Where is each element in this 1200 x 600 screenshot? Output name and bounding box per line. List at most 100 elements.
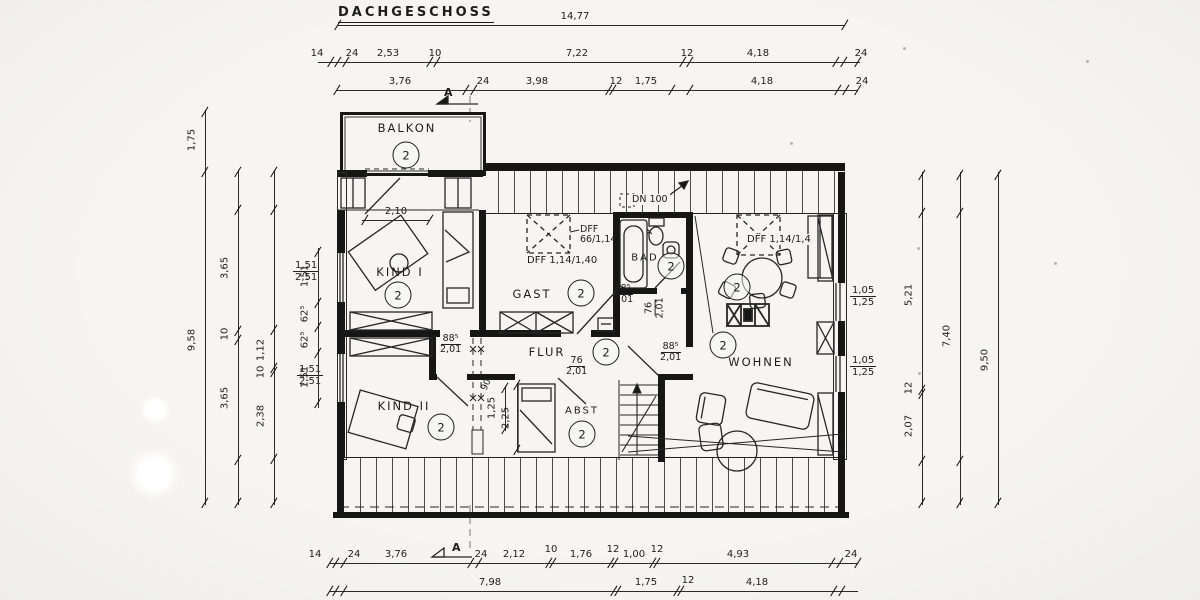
dim-label: 2,10 <box>384 206 408 217</box>
dim-line <box>337 90 858 91</box>
dim-label: 7,22 <box>565 48 589 59</box>
unit-badge: 2 <box>657 252 685 280</box>
dim-label: 24 <box>855 76 869 87</box>
door-swing <box>364 177 401 215</box>
unit-badge: 2 <box>592 338 620 366</box>
fr-bot: 2,01 <box>660 352 682 364</box>
room-label-gast: GAST <box>512 287 552 301</box>
dim-label: 62⁵ <box>299 305 311 323</box>
dim-label: 10 <box>544 544 558 555</box>
wall-segment <box>337 302 345 354</box>
dim-label: 12 <box>609 76 623 87</box>
radiator-icon <box>597 317 615 332</box>
plan-element <box>349 337 433 357</box>
skylight-icon <box>526 214 571 254</box>
door-swing <box>627 345 660 377</box>
dim-label: 3,98 <box>525 76 549 87</box>
plan-element <box>695 392 727 426</box>
plan-element <box>337 94 844 558</box>
wall-segment <box>428 170 483 177</box>
plan-element <box>526 214 571 254</box>
wardrobe-icon <box>349 311 433 331</box>
dim-label: 24 <box>474 549 488 560</box>
room-label-balkon: BALKON <box>377 121 437 135</box>
speck <box>917 247 920 250</box>
fr-top: 88⁵ <box>660 341 681 354</box>
plan-element <box>347 214 429 292</box>
dim-label: 24 <box>345 48 359 59</box>
plan-element <box>623 225 644 283</box>
dim-line <box>505 386 506 431</box>
plan-element <box>349 311 433 331</box>
window-icon <box>835 283 841 321</box>
fr-bot: 2,01 <box>440 344 462 356</box>
section-marker-bottom-icon <box>430 546 472 558</box>
sideboard-icon <box>726 303 770 327</box>
plan-element <box>469 345 485 353</box>
plan-element <box>597 317 615 332</box>
wall-segment <box>658 374 693 380</box>
speck <box>918 372 921 375</box>
chair-icon <box>722 247 740 265</box>
wall-segment <box>337 457 344 514</box>
wall-brace-icon <box>816 321 835 355</box>
dim-label: 62⁵ <box>299 331 311 349</box>
plan-element <box>756 388 809 401</box>
section-marker-top-icon <box>435 94 478 105</box>
wall-segment <box>591 330 620 337</box>
wall-segment <box>838 172 845 214</box>
dim-line <box>330 563 858 564</box>
armchair-icon <box>695 392 727 426</box>
dim-label: 14,77 <box>560 11 590 22</box>
wall-segment <box>658 380 665 462</box>
dim-label: 14 <box>310 48 324 59</box>
wardrobe-icon <box>499 311 574 334</box>
bathtub-icon <box>619 219 648 289</box>
dim-line <box>205 110 206 505</box>
plan-element <box>722 247 740 265</box>
window-icon <box>339 354 344 402</box>
plan-element <box>469 394 485 402</box>
plan-element <box>754 303 770 327</box>
chair-icon <box>389 253 409 273</box>
plan-element <box>349 311 433 331</box>
plan-element <box>347 389 419 450</box>
dim-label: 12 <box>680 48 694 59</box>
armchair-icon <box>698 422 724 452</box>
plan-element <box>621 395 657 453</box>
chair-icon <box>779 281 797 299</box>
height-line <box>627 435 844 453</box>
dim-line <box>998 172 999 505</box>
door-swing <box>436 376 469 407</box>
plan-element <box>698 422 724 452</box>
plan-element <box>726 303 742 327</box>
dim-label: 4,18 <box>746 48 770 59</box>
speck <box>1086 60 1089 63</box>
built-in-cabinet-icon <box>807 215 833 279</box>
window-icon <box>339 253 344 302</box>
fr-bot: 2,01 <box>566 366 588 378</box>
plan-element <box>632 382 642 394</box>
dim-label: 4,18 <box>750 76 774 87</box>
page-title: DACHGESCHOSS <box>338 5 494 23</box>
dim-label: 12 <box>606 544 620 555</box>
wall-segment <box>613 295 620 337</box>
toilet-icon <box>648 217 665 246</box>
dim-label: 24 <box>476 76 490 87</box>
plan-element <box>700 396 706 419</box>
side-table-icon <box>716 430 758 472</box>
dim-line <box>274 170 275 505</box>
wardrobe-icon <box>349 337 433 357</box>
wall-segment <box>838 321 845 356</box>
fr-top: 88⁵ <box>440 333 461 346</box>
plan-element <box>726 303 770 327</box>
plan-element <box>677 180 690 191</box>
plan-element <box>817 214 834 282</box>
